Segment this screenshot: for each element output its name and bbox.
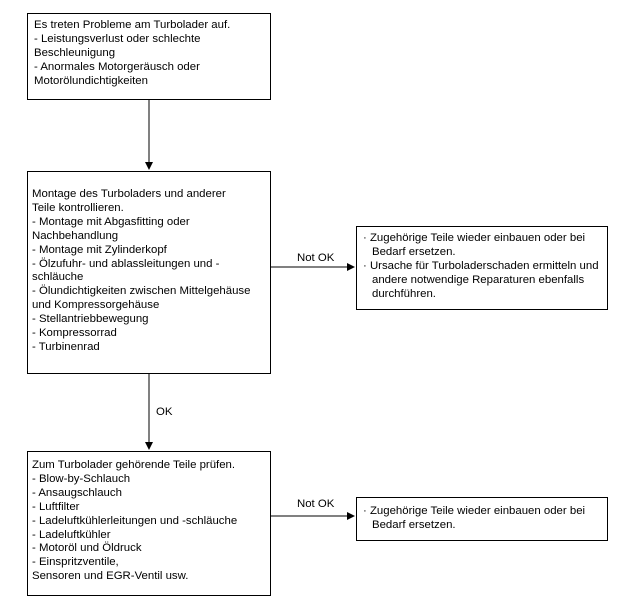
list-item: · Ursache für Turboladerschaden ermittel… bbox=[363, 259, 599, 300]
list-item: - Turbinenrad bbox=[32, 340, 100, 353]
list-item: - Leistungsverlust oder schlechte Beschl… bbox=[34, 32, 201, 59]
list-item: - Kompressorrad bbox=[32, 327, 117, 340]
check-parts-heading: Zum Turbolader gehörende Teile prüfen. bbox=[32, 459, 236, 471]
list-item: - Ölundichtigkeiten zwischen Mittelgehäu… bbox=[32, 285, 251, 312]
list-item: - Montage mit Zylinderkopf bbox=[32, 243, 167, 256]
list-item: · Zugehörige Teile wieder einbauen oder … bbox=[363, 232, 586, 258]
check-parts-list: - Blow-by-Schlauch - Ansaugschlauch - Lu… bbox=[32, 473, 264, 584]
check-mounting-box: Montage des Turboladers und anderer Teil… bbox=[27, 171, 271, 374]
ok-label: OK bbox=[156, 406, 173, 418]
list-item: - Anormales Motorgeräusch oder Motorölun… bbox=[34, 60, 200, 87]
check-parts-box: Zum Turbolader gehörende Teile prüfen. -… bbox=[27, 451, 271, 596]
check-mounting-list: - Montage mit Abgasfitting oder Nachbeha… bbox=[32, 216, 264, 355]
list-item: - Ansaugschlauch bbox=[32, 486, 122, 499]
list-item: - Einspritzventile, Sensoren und EGR-Ven… bbox=[32, 556, 189, 583]
action-box-replace: · Zugehörige Teile wieder einbauen oder … bbox=[356, 497, 608, 541]
list-item: - Ladeluftkühlerleitungen und -schläuche bbox=[32, 514, 238, 527]
list-item: - Luftfilter bbox=[32, 500, 80, 513]
list-item: - Montage mit Abgasfitting oder Nachbeha… bbox=[32, 215, 190, 242]
action-repair-list: · Zugehörige Teile wieder einbauen oder … bbox=[363, 232, 603, 302]
list-item: - Stellantriebbewegung bbox=[32, 313, 149, 326]
check-mounting-heading: Montage des Turboladers und anderer Teil… bbox=[32, 188, 226, 214]
problem-box: Es treten Probleme am Turbolader auf. - … bbox=[27, 13, 271, 100]
list-item: - Motoröl und Öldruck bbox=[32, 542, 142, 555]
problem-heading: Es treten Probleme am Turbolader auf. bbox=[34, 19, 231, 31]
action-replace-list: · Zugehörige Teile wieder einbauen oder … bbox=[363, 505, 603, 533]
not-ok-label: Not OK bbox=[297, 498, 335, 510]
action-box-repair: · Zugehörige Teile wieder einbauen oder … bbox=[356, 226, 608, 310]
list-item: - Blow-by-Schlauch bbox=[32, 472, 131, 485]
not-ok-label: Not OK bbox=[297, 252, 335, 264]
list-item: - Ölzufuhr- und ablassleitungen und - sc… bbox=[32, 257, 220, 284]
list-item: - Ladeluftkühler bbox=[32, 528, 111, 541]
list-item: · Zugehörige Teile wieder einbauen oder … bbox=[363, 505, 586, 531]
problem-list: - Leistungsverlust oder schlechte Beschl… bbox=[34, 33, 264, 89]
